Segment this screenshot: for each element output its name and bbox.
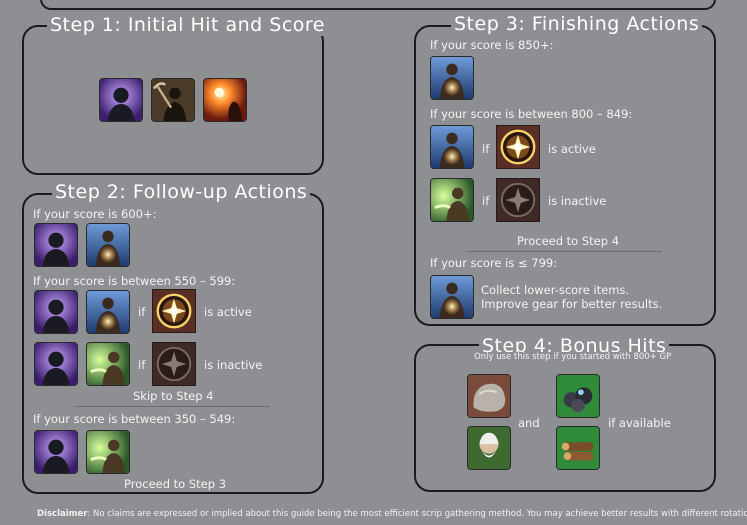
if-available-label: if available [608,416,671,430]
buff-active-label: is active [548,142,596,156]
step4-subtitle: Only use this step if you started with 8… [472,352,673,362]
advice-improve: Improve gear for better results. [481,297,662,311]
disclaimer: Disclaimer: No claims are expressed or i… [37,509,747,519]
star-buff-inactive-icon [152,342,196,386]
buff-active-label: is active [204,305,252,319]
divider [75,406,270,407]
pickaxe-miner-icon [151,78,195,122]
if-label: if [482,194,489,208]
shadow-strike-icon [34,223,78,267]
if-label: if [482,142,489,156]
glowing-hands-icon [86,290,130,334]
glowing-hands-icon [430,56,474,100]
step3-title: Step 3: Finishing Actions [451,13,702,35]
step3-condition-799: If your score is ≤ 799: [430,256,557,270]
green-aura-icon [86,430,130,474]
shadow-strike-icon [99,78,143,122]
step2-condition-600: If your score is 600+: [33,207,156,221]
green-aura-icon [430,178,474,222]
shadow-strike-icon [34,430,78,474]
top-panel-edge [40,0,716,10]
step2-condition-550-599: If your score is between 550 – 599: [33,274,235,288]
glowing-hands-icon [430,125,474,169]
divider [467,251,662,252]
disclaimer-text: : No claims are expressed or implied abo… [87,509,747,519]
step2-condition-350-549: If your score is between 350 – 549: [33,412,235,426]
skip-to-step4: Skip to Step 4 [133,389,213,403]
if-label: if [138,305,145,319]
ore-cluster-icon [556,374,600,418]
glowing-hands-icon [430,275,474,319]
star-buff-active-icon [496,125,540,169]
if-label: if [138,358,145,372]
advice-collect: Collect lower-score items. [481,283,629,297]
proceed-to-step3: Proceed to Step 3 [124,477,226,491]
proceed-to-step4: Proceed to Step 4 [517,234,619,248]
boulder-icon [467,374,511,418]
star-buff-active-icon [152,289,196,333]
star-buff-inactive-icon [496,178,540,222]
buff-inactive-label: is inactive [548,194,606,208]
green-aura-icon [86,342,130,386]
buff-inactive-label: is inactive [204,358,262,372]
glowing-hands-icon [86,223,130,267]
step2-title: Step 2: Follow-up Actions [52,181,310,203]
step3-condition-800-849: If your score is between 800 – 849: [430,107,632,121]
step3-condition-850: If your score is 850+: [430,38,553,52]
step1-title: Step 1: Initial Hit and Score [47,14,328,36]
shadow-strike-icon [34,290,78,334]
and-label: and [518,416,540,430]
disclaimer-label: Disclaimer [37,509,87,519]
wood-logs-icon [556,426,600,470]
shadow-strike-icon [34,342,78,386]
old-sage-icon [467,426,511,470]
fire-burst-icon [203,78,247,122]
